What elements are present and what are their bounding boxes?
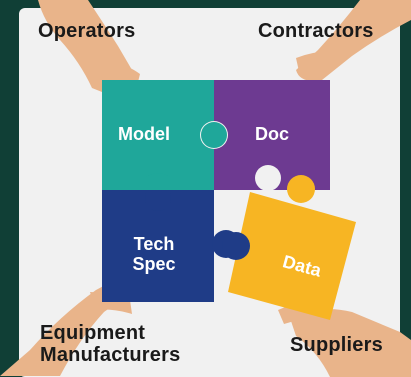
label-operators: Operators [38, 20, 136, 42]
puzzle-piece-data-shape [222, 175, 356, 320]
label-equipment-line2: Manufacturers [40, 344, 181, 366]
piece-label-tech-line2: Spec [132, 254, 176, 274]
hand-top-right-icon [296, 0, 411, 81]
label-equipment-line1: Equipment [40, 322, 146, 344]
piece-label-tech-line1: Tech [133, 234, 175, 254]
label-suppliers: Suppliers [290, 334, 383, 356]
label-contractors: Contractors [258, 20, 374, 42]
piece-label-doc: Doc [254, 124, 289, 144]
piece-label-model: Model [118, 124, 170, 144]
piece-label-tech-spec: Tech Spec [118, 234, 190, 274]
label-equipment-manufacturers: Equipment Manufacturers [40, 322, 180, 366]
puzzle-piece-doc-shape [200, 80, 330, 191]
